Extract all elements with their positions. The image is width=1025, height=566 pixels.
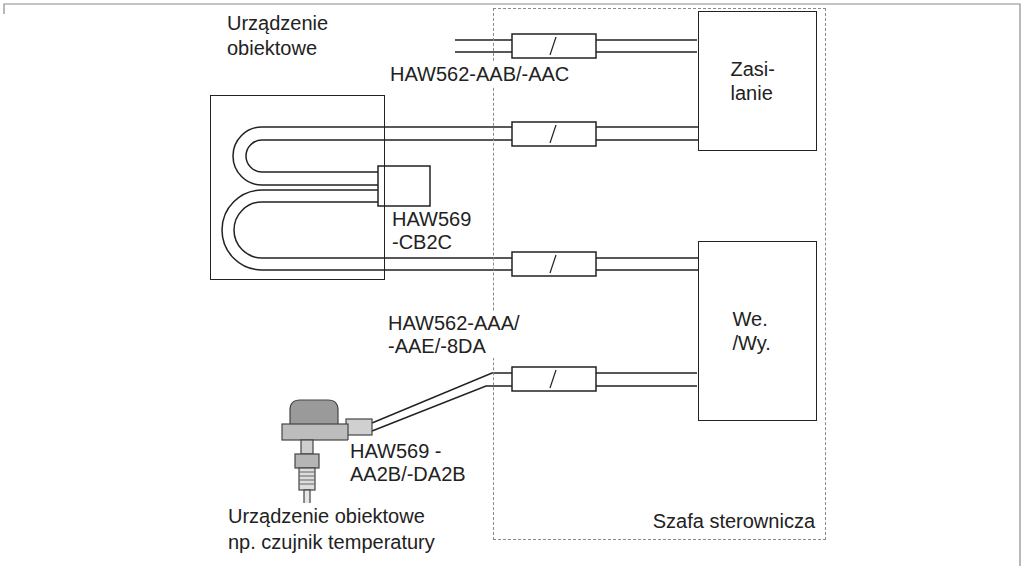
node-label: Urządzenie obiektowe [227,11,339,61]
node-label: Zasi- lanie [731,57,785,105]
node-label: Szafa sterownicza [653,510,815,533]
slash [550,370,556,388]
figure-frame [4,4,1020,566]
thread [299,476,315,477]
frame-line [4,4,1020,566]
cable-loop [222,190,385,270]
connector-slash [550,37,556,388]
connector-box [512,122,596,146]
sensor-head-cover [290,400,338,425]
slash [550,37,556,55]
control-cabinet: Szafa sterownicza Zasi- lanieWe. /Wy. [493,8,826,540]
thread-lines [299,472,315,484]
coupler-box [378,166,430,206]
sensor-head-base [282,424,348,440]
wires [222,40,697,431]
sensor-neck [301,440,313,454]
part-label: HAW569 -CB2C [390,208,484,254]
thread [299,484,315,485]
io-box: We. /Wy. [698,241,817,421]
thread [299,472,315,473]
power-supply-box: Zasi- lanie [698,11,817,151]
connector-box [512,252,596,276]
cable-gland [346,419,372,435]
slash [550,125,556,143]
connector-box [512,367,596,391]
sensor-thread [299,468,315,490]
thread [299,480,315,481]
connector-box [512,34,596,58]
cable-loop [234,202,385,258]
part-label: Urządzenie obiektowe np. czujnik tempera… [226,503,452,555]
field-device-box: Urządzenie obiektowe [210,95,385,280]
slash [550,255,556,273]
node-label: We. /Wy. [733,307,783,355]
part-label: HAW562-AAB/-AAC [388,63,582,86]
sensor-hex [295,454,319,468]
cable-loop [246,140,385,172]
part-label: HAW562-AAA/ -AAE/-8DA [386,312,532,358]
cable-loop [233,127,385,185]
part-label: HAW569 -AA2B/-DA2B [348,440,480,486]
